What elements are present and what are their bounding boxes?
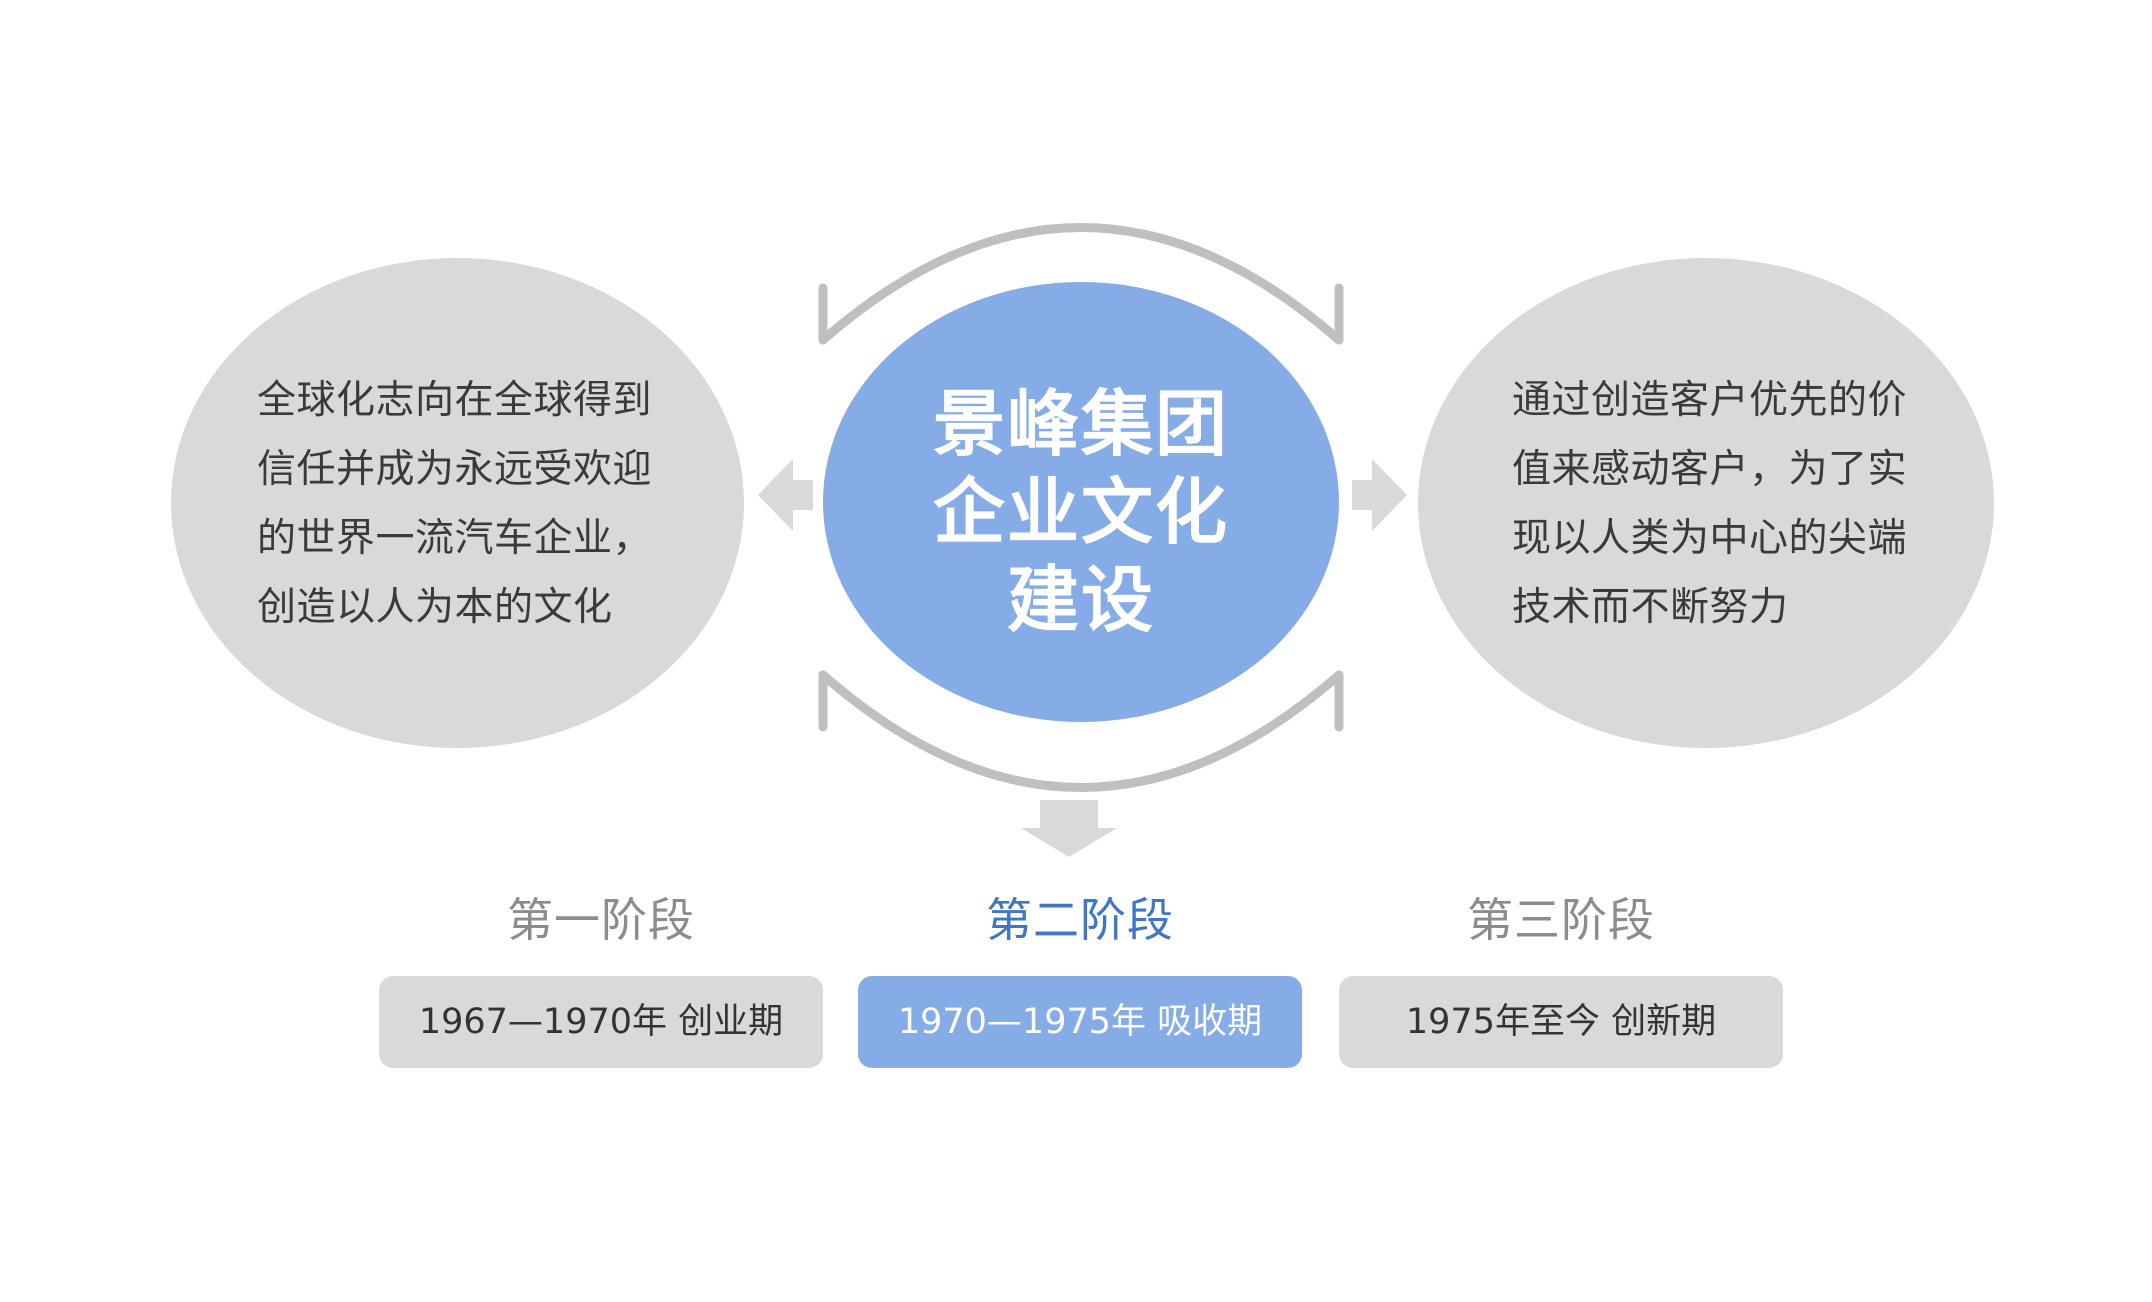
right-ellipse: [1418, 258, 1994, 748]
stage-period-1: 1967—1970年 创业期: [379, 976, 823, 1068]
right-description-line: 技术而不断努力: [1512, 585, 1789, 630]
arrow-left-icon: [758, 459, 813, 531]
right-description-line: 值来感动客户，为了实: [1512, 447, 1908, 492]
left-description-line: 全球化志向在全球得到: [257, 378, 653, 423]
left-description-line: 的世界一流汽车企业，: [257, 516, 653, 561]
arrow-right-icon: [1352, 459, 1407, 531]
center-title-line: 建设: [1006, 558, 1155, 642]
center-title-line: 企业文化: [932, 470, 1229, 554]
stage-label-2: 第二阶段: [986, 893, 1174, 947]
left-ellipse: [171, 258, 744, 748]
stage-period-2: 1970—1975年 吸收期: [858, 976, 1302, 1068]
left-description: 全球化志向在全球得到 信任并成为永远受欢迎 的世界一流汽车企业， 创造以人为本的…: [257, 366, 652, 642]
left-description-line: 信任并成为永远受欢迎: [257, 447, 653, 492]
right-description: 通过创造客户优先的价 值来感动客户，为了实 现以人类为中心的尖端 技术而不断努力: [1512, 366, 1907, 642]
stage-label-1: 第一阶段: [507, 893, 695, 947]
center-title: 景峰集团 企业文化 建设: [823, 380, 1339, 644]
right-description-line: 现以人类为中心的尖端: [1512, 516, 1908, 561]
right-description-line: 通过创造客户优先的价: [1512, 378, 1908, 423]
arrow-down-icon: [1021, 800, 1117, 857]
left-description-line: 创造以人为本的文化: [257, 585, 613, 630]
center-title-line: 景峰集团: [932, 382, 1229, 466]
stage-label-3: 第三阶段: [1467, 893, 1655, 947]
center-ellipse: [823, 282, 1339, 722]
stage-period-3: 1975年至今 创新期: [1339, 976, 1783, 1068]
